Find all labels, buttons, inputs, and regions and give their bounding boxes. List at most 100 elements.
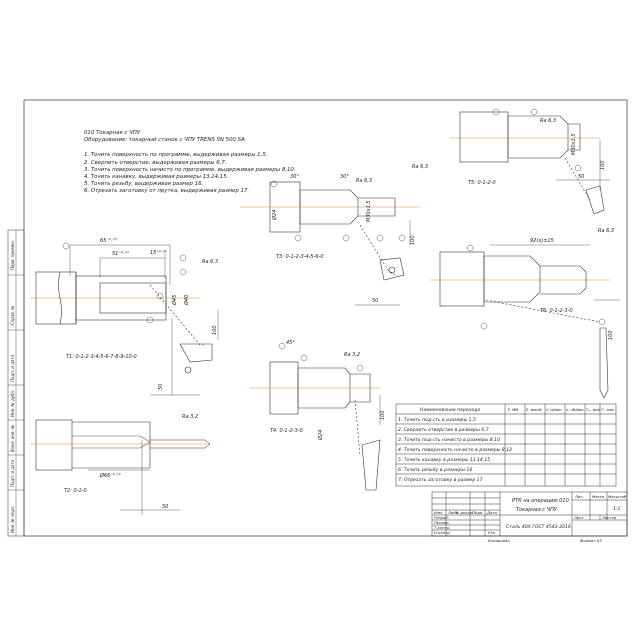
tool-t5 bbox=[585, 185, 605, 215]
table-header: t, мм bbox=[508, 407, 518, 412]
step-item: 6. Отрезать заготовку от прутка, выдержи… bbox=[84, 188, 250, 195]
tb-utv: Утв. bbox=[488, 530, 496, 535]
tb-izm: Изм. bbox=[434, 510, 443, 515]
tb-sheet: Лист bbox=[573, 515, 584, 520]
tool-position-t4: Т4: 0-1-2-3-0 bbox=[270, 428, 303, 434]
step-item: 1. Точить поверхность по программе, выде… bbox=[84, 152, 268, 159]
tb-tkontr: Т.контр. bbox=[434, 525, 450, 530]
dim-100: 100 bbox=[212, 325, 218, 335]
tool-position-t3: Т3: 0-1-2-3-4-5-6-0 bbox=[276, 254, 324, 260]
tb-copied: Копировал bbox=[488, 538, 510, 543]
table-header: Наименование перехода bbox=[420, 407, 480, 413]
workpiece-t5 bbox=[507, 115, 569, 159]
tb-list: Лист bbox=[447, 510, 458, 515]
side-stamp-label: Подп. и дата bbox=[10, 354, 15, 382]
step-item: 4. Точить канавку, выдерживая размеры 13… bbox=[84, 174, 229, 181]
tb-sign: Подп. bbox=[472, 510, 484, 515]
tool-t3 bbox=[379, 257, 405, 281]
view-t6-labels: 92(x)±15 Ra 6,3 100 Т6: 0-1-2-3-0 bbox=[530, 228, 614, 340]
tb-mass: Масса bbox=[592, 494, 605, 499]
operation-header: 010 Токарная с ЧПУ Оборудование: токарны… bbox=[84, 130, 324, 144]
operations-table bbox=[395, 403, 617, 487]
dim-thread-t5: M30x1,5 bbox=[571, 133, 577, 155]
tb-doc-title-1: РТК на операцию 010 bbox=[512, 498, 569, 504]
tool-position-t5: Т5: 0-1-2-0 bbox=[468, 180, 496, 186]
dim-45deg: 45° bbox=[286, 340, 295, 346]
step-item: 2. Сверлить отверстие, выдерживая размер… bbox=[84, 159, 227, 166]
operation-notes: 010 Токарная с ЧПУ Оборудование: токарны… bbox=[84, 130, 324, 196]
table-header: Tₙ, мин bbox=[601, 408, 615, 412]
tb-prov: Провер. bbox=[434, 520, 450, 525]
chuck-t6 bbox=[439, 251, 485, 307]
dim-50: 50 bbox=[578, 174, 584, 180]
side-stamp-label: Справ. № bbox=[10, 306, 15, 325]
tb-sheets: Листов bbox=[601, 515, 617, 520]
table-header: V, м/мин bbox=[546, 408, 562, 412]
view-t6 bbox=[430, 244, 620, 399]
title-block bbox=[431, 491, 628, 537]
dim-50: 50 bbox=[372, 298, 378, 304]
dim-51: 51⁻⁰·⁷⁴ bbox=[112, 251, 129, 257]
operation-name: 010 Токарная с ЧПУ bbox=[84, 130, 141, 136]
tb-scale-value: 1:1 bbox=[613, 506, 620, 512]
chuck-t5 bbox=[459, 111, 509, 163]
table-header: Tₘ, мин bbox=[586, 408, 601, 412]
tb-nkontr: Н.контр. bbox=[434, 530, 451, 535]
table-row: 7. Отрезать заготовку в размер 17 bbox=[398, 477, 483, 483]
side-stamp-label: Инв. № дубл. bbox=[10, 390, 15, 417]
tool-position-t6: Т6: 0-1-2-3-0 bbox=[540, 308, 573, 314]
tool-position-t1: Т1: 0-1-2-3-4-5-6-7-8-9-10-0 bbox=[66, 354, 137, 360]
dim-30b: 30° bbox=[340, 174, 349, 180]
dim-100: 100 bbox=[410, 235, 416, 245]
view-t1 bbox=[30, 242, 219, 396]
dim-100: 100 bbox=[380, 410, 386, 420]
dim-thread: M30x1,5 bbox=[366, 200, 372, 222]
chuck-t2 bbox=[35, 419, 73, 471]
tb-razrab: Разраб. bbox=[434, 515, 449, 520]
side-stamps: Инв. № подл. Подп. и дата Взам. инв. № И… bbox=[10, 240, 15, 533]
dim-24b: Ø24 bbox=[317, 430, 324, 441]
table-row: 1. Точить под-сть в размеры 1,5 bbox=[398, 417, 476, 423]
roughness-t1: Ra 6,3 bbox=[202, 259, 218, 265]
view-t2-labels: Ø66⁻⁰·⁷⁴ 50 Ra 3,2 Т2: 0-1-0 bbox=[64, 414, 198, 510]
tb-material: Сталь 40Х ГОСТ 4543-2016 bbox=[506, 524, 571, 530]
drill-t2 bbox=[72, 435, 151, 449]
tool-t4 bbox=[361, 439, 381, 491]
dim-92: 92(x)±15 bbox=[530, 238, 554, 244]
tb-format: Формат А3 bbox=[580, 538, 602, 543]
roughness-t3: Ra 6,3 bbox=[356, 178, 372, 184]
roughness-t5: Ra 6,3 bbox=[540, 118, 556, 124]
view-t2 bbox=[30, 419, 211, 515]
table-row: 5. Точить канавку в размеры 13,14,15 bbox=[398, 457, 490, 463]
tool-position-t2: Т2: 0-1-0 bbox=[64, 488, 87, 494]
view-t4-labels: 45° Ra 3,2 Ø24 100 Т4: 0-1-2-3-0 bbox=[270, 340, 386, 441]
tb-doc-title-2: Токарная с ЧПУ bbox=[516, 507, 558, 513]
dim-100: 100 bbox=[600, 160, 606, 170]
dim-24: Ø24 bbox=[271, 210, 278, 221]
dim-15: 15⁺⁰·⁴³ bbox=[150, 250, 167, 256]
operations-table-text: Наименование перехода t, мм S, мм/об V, … bbox=[398, 407, 615, 483]
side-stamp-label: Взам. инв. № bbox=[10, 425, 15, 452]
tb-ndoc: № докум. bbox=[454, 510, 474, 515]
view-t1-labels: 65⁻⁰·⁷⁴ 51⁻⁰·⁷⁴ 15⁺⁰·⁴³ Ø45 Ø40 100 50 R… bbox=[66, 238, 218, 390]
side-stamp-lines bbox=[8, 230, 24, 536]
dim-30: 30° bbox=[290, 174, 299, 180]
view-t5-labels: Ra 6,3 M30x1,5 100 50 Т5: 0-1-2-0 bbox=[468, 118, 606, 186]
equipment: Оборудование: токарный станок с ЧПУ TREN… bbox=[84, 137, 245, 144]
side-stamp-label: Перв. примен. bbox=[10, 240, 15, 270]
roughness-t4: Ra 3,2 bbox=[344, 352, 360, 358]
dim-65: 65⁻⁰·⁷⁴ bbox=[100, 238, 117, 244]
title-block-text: Изм. Лист № докум. Подп. Дата Разраб. Пр… bbox=[434, 494, 627, 543]
roughness-t6: Ra 6,3 bbox=[598, 228, 614, 234]
side-stamp-label: Подп. и дата bbox=[10, 459, 15, 487]
dim-50: 50 bbox=[158, 384, 164, 390]
table-header: S, мм/об bbox=[526, 408, 542, 412]
step-item: 3. Точить поверхность начисто по програм… bbox=[84, 166, 296, 173]
table-row: 6. Точить резьбу в размеры 16 bbox=[398, 467, 472, 473]
dim-40: Ø40 bbox=[183, 295, 190, 306]
tb-date: Дата bbox=[486, 510, 498, 515]
tool-t1 bbox=[179, 343, 213, 363]
workpiece-t6 bbox=[483, 255, 541, 303]
step-item: 5. Точить резьбу, выдерживая размер 16. bbox=[84, 181, 204, 188]
side-stamp-label: Инв. № подл. bbox=[10, 505, 15, 533]
